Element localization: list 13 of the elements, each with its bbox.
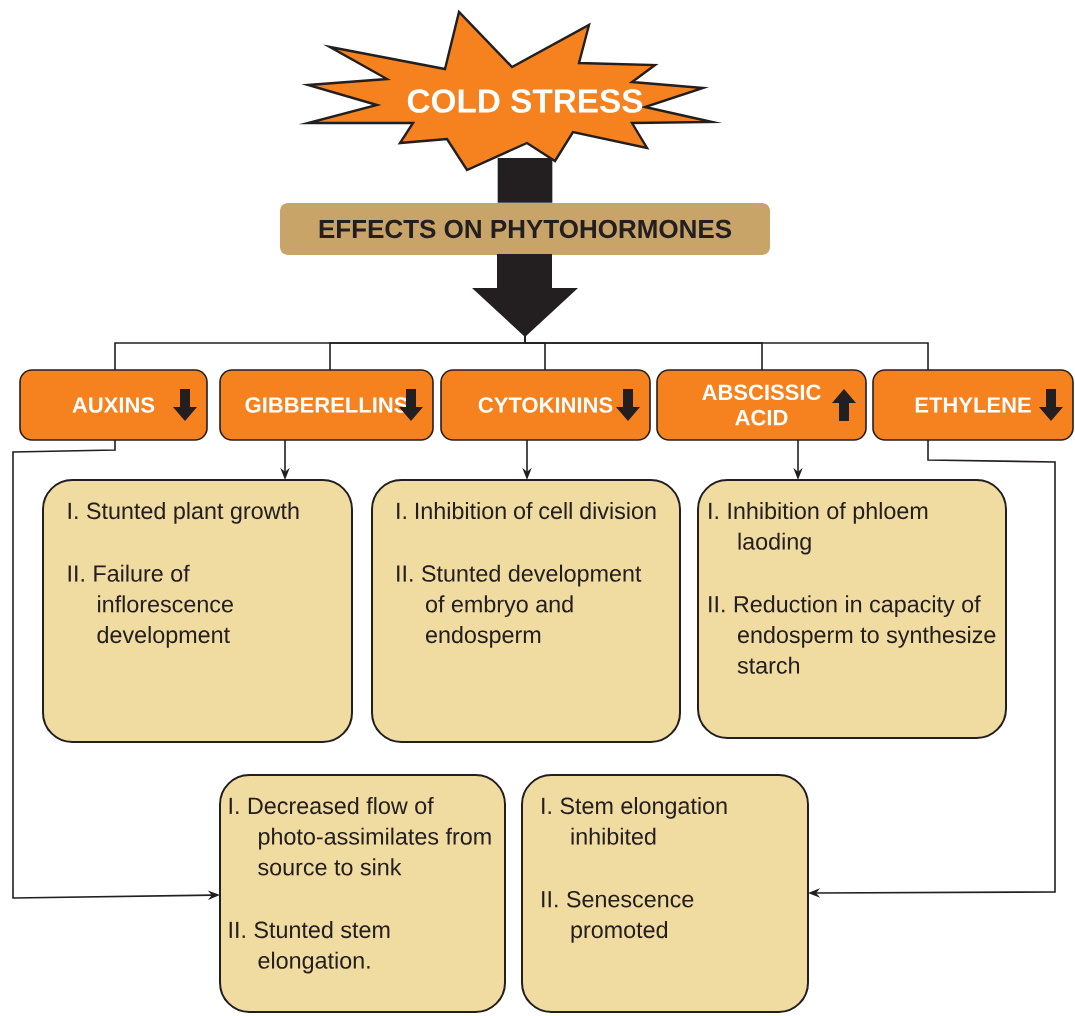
- hormone-box: ABSCISSIC ACID: [656, 369, 867, 441]
- effect-box: I. Inhibition of phloem laoding II. Reduction in capacity of endosperm to synthesize starch: [697, 479, 1007, 739]
- branching-arrow: [114, 254, 929, 371]
- heading-band: EFFECTS ON PHYTOHORMONES: [280, 203, 770, 255]
- hormone-box: GIBBERELLINS: [219, 369, 434, 441]
- hormone-box: AUXINS: [19, 369, 208, 441]
- effect-box: I. Stunted plant growth II. Failure of inflorescence development: [42, 479, 353, 743]
- hormone-box: CYTOKININS: [440, 369, 651, 441]
- hormone-box: ETHYLENE: [872, 369, 1074, 441]
- starburst: COLD STRESS: [298, 9, 723, 172]
- effect-box: I. Stem elongation inhibited II. Senescence promoted: [521, 774, 809, 1013]
- effect-box: I. Inhibition of cell division II. Stunted development of embryo and endosperm: [371, 479, 681, 743]
- effect-box: I. Decreased flow of photo-assimilates from source to sink II. Stunted stem elongation.: [219, 774, 506, 1013]
